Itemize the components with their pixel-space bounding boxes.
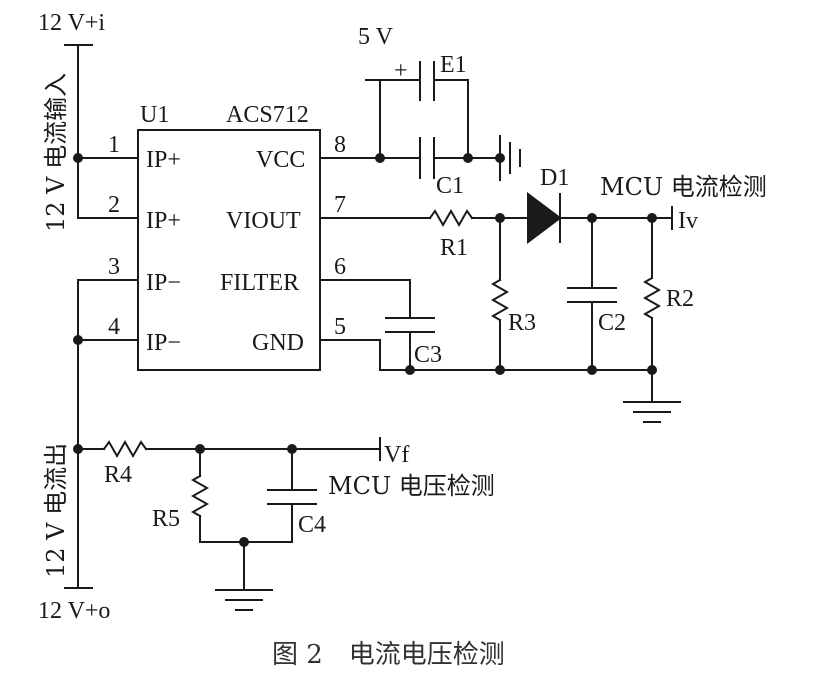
supply-net — [319, 79, 501, 159]
pin-name: GND — [252, 330, 304, 356]
plus-sign: + — [394, 58, 408, 84]
ground-bus — [319, 339, 653, 403]
capacitor-e1 — [419, 61, 435, 101]
output-bottom-label: 12 V+o — [38, 598, 110, 624]
iv-port-label: Iv — [678, 208, 698, 234]
pin-number: 2 — [108, 192, 120, 218]
label-d1: D1 — [540, 165, 569, 191]
vf-port-label: Vf — [384, 442, 409, 468]
label-c4: C4 — [298, 512, 326, 538]
pin-number: 5 — [334, 314, 346, 340]
junction-dot — [495, 365, 505, 375]
resistor-r2 — [642, 217, 662, 371]
junction-dot — [405, 365, 415, 375]
input-vertical-label: 12 V 电流输入 — [42, 73, 70, 232]
junction-dot — [73, 153, 83, 163]
pin-name: VIOUT — [226, 208, 301, 234]
pin-number: 8 — [334, 132, 346, 158]
capacitor-c4 — [267, 448, 317, 543]
pin-name: FILTER — [220, 270, 299, 296]
input-rail — [64, 44, 139, 219]
chip-part: ACS712 — [226, 102, 309, 128]
capacitor-c2 — [567, 217, 617, 371]
junction-dot — [239, 537, 249, 547]
pin-name: IP+ — [146, 147, 181, 173]
diode-d1 — [527, 192, 562, 244]
label-r1: R1 — [440, 235, 468, 261]
mcu-voltage-label: MCU 电压检测 — [328, 472, 495, 500]
ground-symbol-main — [623, 401, 681, 423]
mcu-current-label: MCU 电流检测 — [600, 173, 767, 201]
filter-net — [319, 279, 435, 371]
divider-ground — [199, 541, 293, 611]
output-rail — [64, 279, 139, 589]
pin-name: IP− — [146, 330, 181, 356]
label-c1: C1 — [436, 173, 464, 199]
label-r3: R3 — [508, 310, 536, 336]
pin-name: IP+ — [146, 208, 181, 234]
pin-number: 6 — [334, 254, 346, 280]
resistor-r5 — [190, 448, 210, 543]
junction-dot — [73, 335, 83, 345]
ground-symbol-supply — [499, 135, 521, 181]
input-top-label: 12 V+i — [38, 10, 105, 36]
supply-label: 5 V — [358, 24, 394, 50]
label-e1: E1 — [440, 52, 467, 78]
figure-caption: 图 2 电流电压检测 — [272, 640, 505, 670]
pin-number: 3 — [108, 254, 120, 280]
resistor-r3 — [490, 217, 510, 371]
label-c3: C3 — [414, 342, 442, 368]
junction-dot — [587, 365, 597, 375]
junction-dot — [647, 365, 657, 375]
pin-name: IP− — [146, 270, 181, 296]
output-vertical-label: 12 V 电流出 — [42, 443, 70, 578]
chip-ref: U1 — [140, 102, 169, 128]
voltage-net — [77, 437, 381, 461]
pin-name: VCC — [256, 147, 305, 173]
pin-number: 4 — [108, 314, 120, 340]
label-c2: C2 — [598, 310, 626, 336]
label-r2: R2 — [666, 286, 694, 312]
junction-dot — [375, 153, 385, 163]
pin-number: 7 — [334, 192, 346, 218]
junction-dot — [463, 153, 473, 163]
label-r4: R4 — [104, 462, 132, 488]
capacitor-c1 — [419, 137, 435, 179]
label-r5: R5 — [152, 506, 180, 532]
chip-body — [137, 129, 321, 371]
pin-number: 1 — [108, 132, 120, 158]
